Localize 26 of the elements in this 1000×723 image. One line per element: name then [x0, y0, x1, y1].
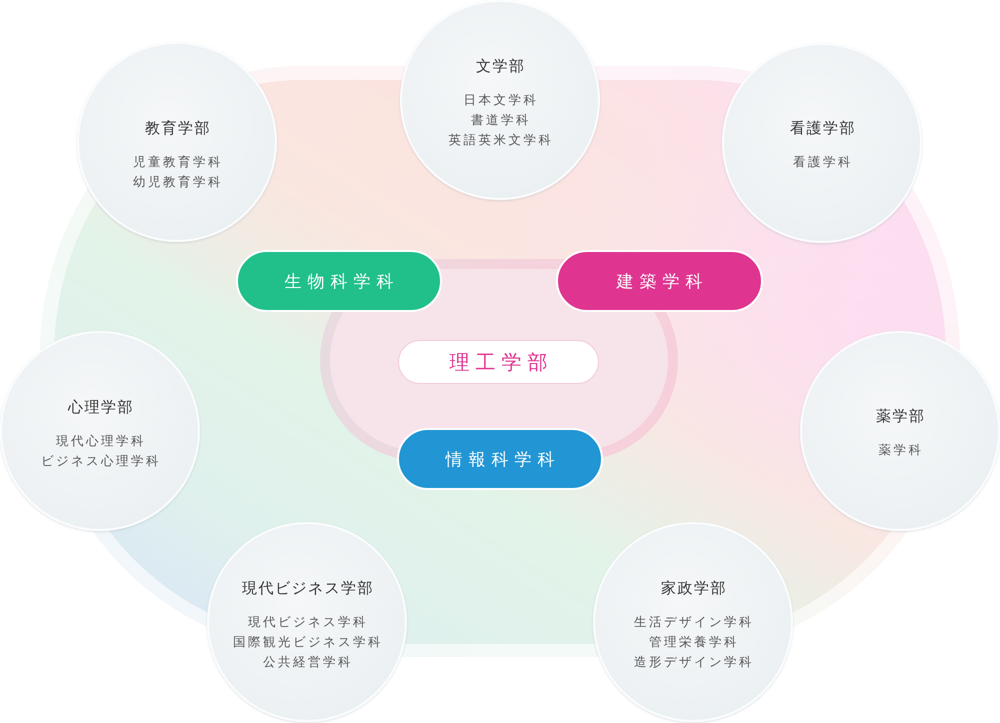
faculty-title: 文学部	[475, 56, 526, 76]
department-label: 看護学科	[792, 153, 853, 171]
department-label: 管理栄養学科	[648, 633, 739, 651]
department-pill: 建築学科	[556, 250, 763, 312]
department-pill: 情報科学科	[397, 428, 603, 490]
department-label: 国際観光ビジネス学科	[232, 633, 383, 651]
faculty-title: 家政学部	[660, 578, 727, 598]
department-label: 児童教育学科	[132, 153, 223, 171]
department-label: 書道学科	[470, 111, 531, 129]
department-label: 薬学科	[878, 441, 924, 459]
department-label: 英語英米文学科	[448, 131, 554, 149]
faculty-pill: 理工学部	[398, 340, 599, 384]
department-label: 公共経営学科	[262, 653, 353, 671]
faculty-title: 看護学部	[788, 118, 856, 138]
faculty-title: 薬学部	[875, 406, 926, 426]
department-label: 幼児教育学科	[132, 173, 223, 191]
faculty-title: 心理学部	[66, 397, 134, 417]
department-label: 生活デザイン学科	[633, 613, 754, 631]
department-label: 現代ビジネス学科	[247, 613, 368, 631]
department-label: 造形デザイン学科	[633, 653, 754, 671]
faculty-title: 現代ビジネス学部	[240, 578, 374, 598]
department-label: 日本文学科	[462, 91, 538, 109]
department-label: 現代心理学科	[55, 432, 146, 450]
department-pill: 生物科学科	[236, 250, 442, 312]
department-label: ビジネス心理学科	[40, 452, 161, 470]
faculty-title: 教育学部	[144, 118, 211, 138]
